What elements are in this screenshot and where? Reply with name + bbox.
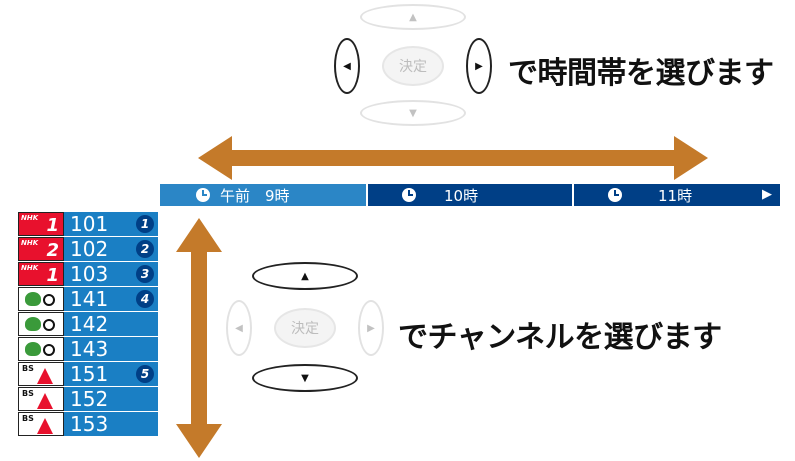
- time-segment-label: 午前 9時: [220, 186, 290, 205]
- channel-row[interactable]: BS 152: [18, 387, 158, 411]
- right-button: ▶: [358, 300, 384, 356]
- up-button: ▲: [360, 4, 466, 30]
- next-arrow-icon[interactable]: ▶: [762, 187, 772, 202]
- enter-button: 決定: [274, 308, 336, 348]
- channel-row[interactable]: BS 153: [18, 412, 158, 436]
- remote-key-badge: 3: [136, 265, 154, 283]
- channel-row[interactable]: BS 151 5: [18, 362, 158, 386]
- channel-number: 101 1: [64, 212, 158, 236]
- up-button[interactable]: ▲: [252, 262, 358, 290]
- clock-icon: [196, 188, 210, 202]
- clock-icon: [608, 188, 622, 202]
- channel-number: 141 4: [64, 287, 158, 311]
- bs-logo-icon: BS: [18, 362, 64, 386]
- remote-key-badge: 1: [136, 215, 154, 233]
- channel-number: 103 3: [64, 262, 158, 286]
- enter-button: 決定: [382, 46, 444, 86]
- triangle-up-icon: ▲: [409, 11, 417, 23]
- triangle-down-icon: ▼: [409, 107, 417, 119]
- time-separator: [572, 184, 574, 206]
- remote-key-badge: 2: [136, 240, 154, 258]
- down-button: ▼: [360, 100, 466, 126]
- enter-label: 決定: [399, 59, 427, 75]
- channel-row[interactable]: 141 4: [18, 287, 158, 311]
- horizontal-double-arrow-icon: [198, 136, 708, 180]
- channel-number: 152: [64, 387, 158, 411]
- triangle-right-icon: ▶: [367, 322, 375, 334]
- clock-icon: [402, 188, 416, 202]
- channel-number: 143: [64, 337, 158, 361]
- channel-row[interactable]: NHK 1 103 3: [18, 262, 158, 286]
- left-button: ◀: [226, 300, 252, 356]
- channel-number: 102 2: [64, 237, 158, 261]
- bottom-remote: ▲ ▼ ◀ ▶ 決定: [222, 258, 392, 392]
- remote-key-badge: 5: [136, 365, 154, 383]
- time-segment-10[interactable]: 10時: [368, 184, 572, 206]
- left-button[interactable]: ◀: [334, 38, 360, 94]
- vertical-double-arrow-icon: [176, 218, 222, 458]
- time-segment-label: 11時: [658, 186, 693, 205]
- channel-number: 153: [64, 412, 158, 436]
- time-separator: [366, 184, 368, 206]
- channel-number: 151 5: [64, 362, 158, 386]
- triangle-down-icon: ▼: [301, 372, 309, 384]
- wide-logo-icon: [18, 287, 64, 311]
- channel-row[interactable]: NHK 1 101 1: [18, 212, 158, 236]
- time-bar: 午前 9時 10時 11時 ▶: [160, 184, 780, 206]
- wide-logo-icon: [18, 312, 64, 336]
- channel-row[interactable]: 143: [18, 337, 158, 361]
- time-segment-11[interactable]: 11時 ▶: [574, 184, 780, 206]
- channel-row[interactable]: 142: [18, 312, 158, 336]
- triangle-left-icon: ◀: [235, 322, 243, 334]
- down-button[interactable]: ▼: [252, 364, 358, 392]
- wide-logo-icon: [18, 337, 64, 361]
- top-remote: ▲ ▼ ◀ ▶ 決定: [330, 0, 500, 130]
- channel-row[interactable]: NHK 2 102 2: [18, 237, 158, 261]
- triangle-up-icon: ▲: [301, 270, 309, 282]
- triangle-left-icon: ◀: [343, 60, 351, 72]
- time-instruction: で時間帯を選びます: [508, 56, 774, 91]
- right-button[interactable]: ▶: [466, 38, 492, 94]
- channel-instruction: でチャンネルを選びます: [398, 320, 722, 355]
- channel-list: NHK 1 101 1 NHK 2 102 2 NHK 1 103 3: [18, 212, 158, 437]
- nhk-logo-icon: NHK 1: [18, 212, 64, 236]
- nhk-logo-icon: NHK 2: [18, 237, 64, 261]
- bs-logo-icon: BS: [18, 412, 64, 436]
- bs-logo-icon: BS: [18, 387, 64, 411]
- remote-key-badge: 4: [136, 290, 154, 308]
- enter-label: 決定: [291, 321, 319, 337]
- triangle-right-icon: ▶: [475, 60, 483, 72]
- time-segment-label: 10時: [444, 186, 479, 205]
- time-segment-9[interactable]: 午前 9時: [160, 184, 366, 206]
- channel-number: 142: [64, 312, 158, 336]
- nhk-logo-icon: NHK 1: [18, 262, 64, 286]
